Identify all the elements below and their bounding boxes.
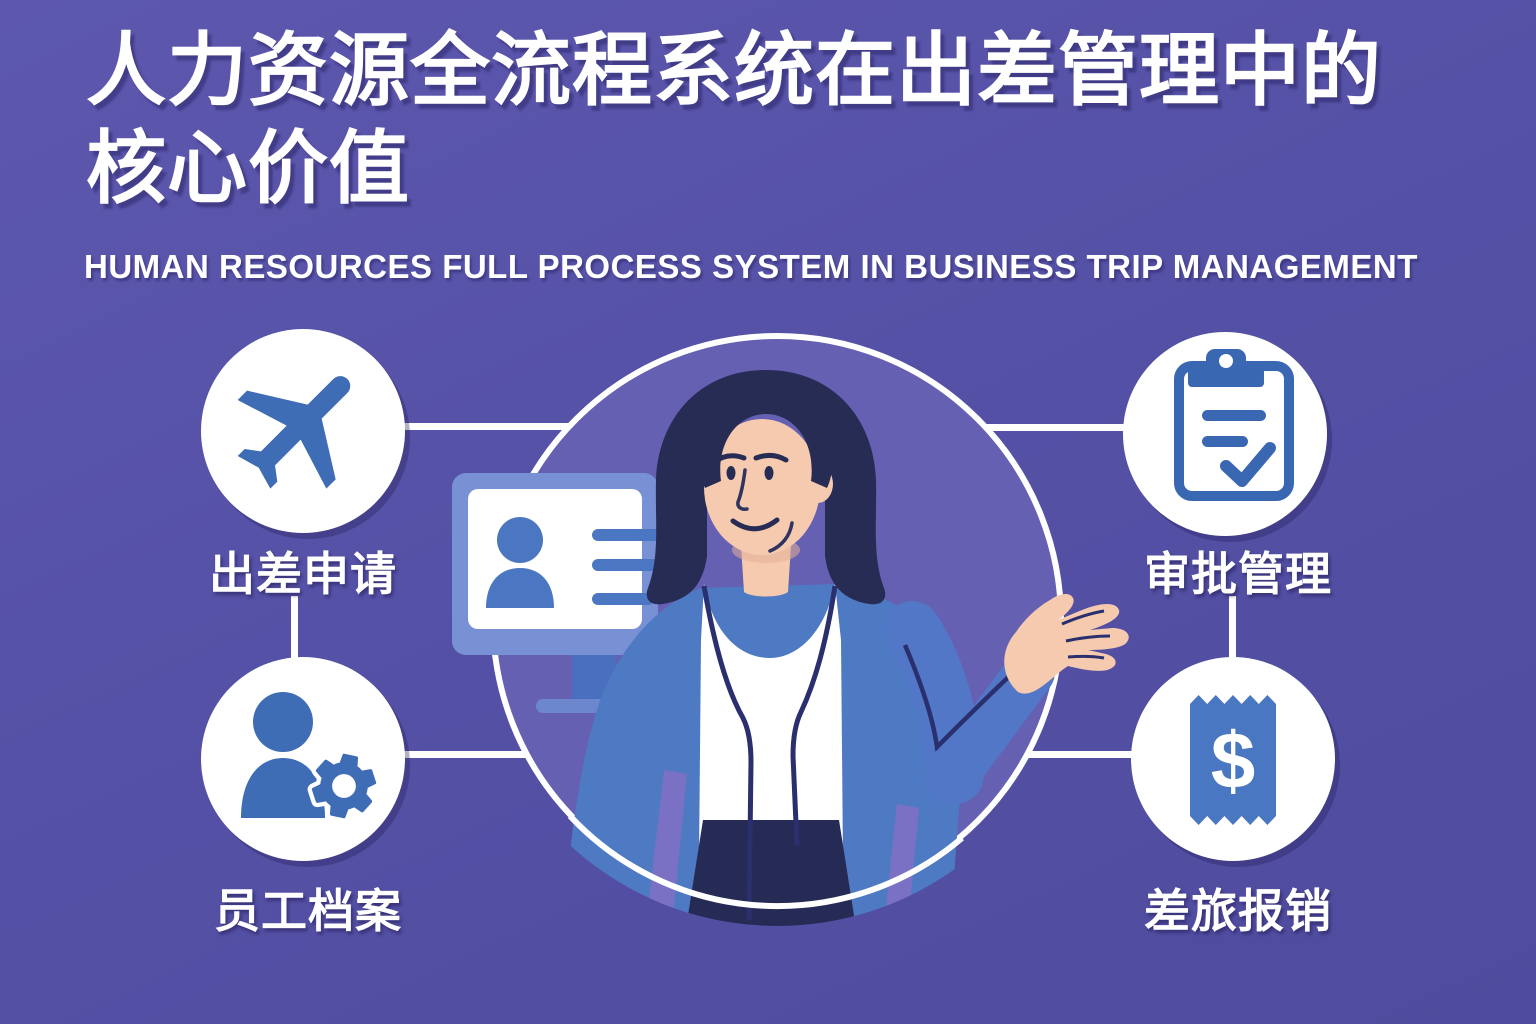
center-circle-ring-bottom	[567, 813, 964, 910]
title-line-2: 核心价值	[86, 124, 410, 213]
shirt	[699, 584, 843, 862]
connector-bottom-left	[404, 751, 530, 758]
label-travel-reimbursement: 差旅报销	[1144, 885, 1332, 937]
label-employee-files: 员工档案	[214, 885, 402, 937]
clipboard-check-icon	[1174, 349, 1294, 501]
hand	[1004, 594, 1129, 694]
title-line-1: 人力资源全流程系统在出差管理中的	[86, 26, 1382, 115]
label-approval-management: 审批管理	[1144, 548, 1332, 600]
lapel-right	[790, 585, 838, 847]
hair	[646, 370, 886, 605]
connector-left-vertical	[291, 596, 298, 660]
id-card-avatar-icon	[486, 517, 554, 608]
poster-title: 人力资源全流程系统在出差管理中的 核心价值	[86, 22, 1486, 218]
poster-subtitle: HUMAN RESOURCES FULL PROCESS SYSTEM IN B…	[84, 248, 1418, 285]
feature-bubble-travel-reimbursement: $	[1131, 657, 1340, 867]
person-gear-icon	[241, 692, 381, 823]
bangs	[700, 396, 832, 488]
connector-top-right	[984, 424, 1126, 431]
pants	[686, 820, 856, 926]
airplane-icon	[237, 376, 351, 489]
label-trip-request: 出差申请	[209, 548, 397, 600]
jacket-highlight-left	[646, 770, 687, 926]
connector-lines	[291, 423, 1236, 758]
sleeve-edge-line	[902, 644, 1020, 752]
lapel-left	[701, 585, 754, 921]
feature-bubble-trip-request	[201, 329, 410, 539]
face-features	[711, 452, 794, 553]
connector-right-vertical	[1229, 596, 1236, 660]
dollar-symbol: $	[1211, 716, 1256, 805]
feature-bubble-approval-management	[1123, 332, 1332, 542]
feature-bubble-employee-files	[201, 657, 410, 867]
connector-top-left	[404, 423, 572, 430]
connector-bottom-right	[1025, 751, 1133, 758]
receipt-dollar-icon: $	[1190, 695, 1276, 825]
